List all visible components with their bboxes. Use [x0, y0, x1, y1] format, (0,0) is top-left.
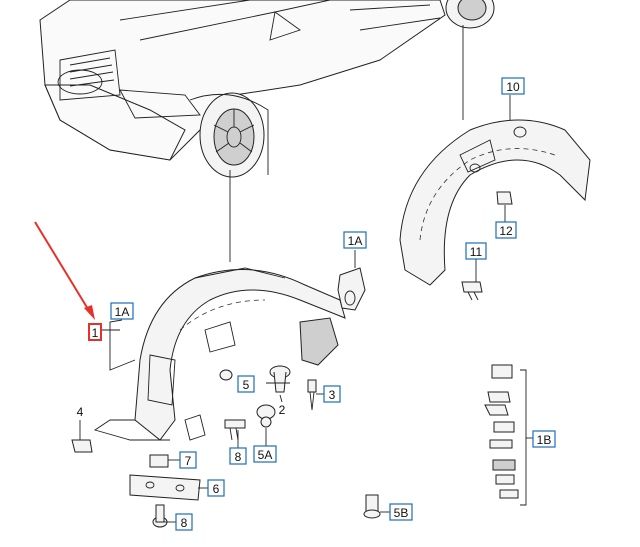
front-wheel: [199, 92, 265, 178]
screw-3: [307, 379, 317, 411]
callout-10: 10: [506, 80, 520, 94]
callout-7: 7: [185, 454, 192, 468]
wheel-housing-liner-rear: [399, 119, 591, 286]
clip-5a: [256, 404, 276, 428]
callout-5a: 5A: [258, 448, 273, 462]
callout-8-low: 8: [181, 516, 188, 530]
callout-5: 5: [243, 378, 250, 392]
callout-2: 2: [279, 403, 286, 417]
callout-1a-left: 1A: [115, 305, 130, 319]
fastener-set-1b: [484, 364, 519, 499]
callout-1: 1: [92, 326, 99, 340]
screw-11: [461, 281, 483, 301]
bracket-1a: [337, 267, 366, 311]
callout-1a-top: 1A: [348, 234, 363, 248]
rear-wheel: [445, 0, 495, 29]
callout-3: 3: [329, 388, 336, 402]
clip-5: [269, 365, 291, 393]
screw-8-low: [152, 504, 168, 528]
callout-5b: 5B: [394, 506, 409, 520]
callout-6: 6: [213, 482, 220, 496]
bracket-6: [129, 474, 201, 501]
clip-4: [71, 420, 93, 453]
highlight-arrow: [34, 221, 95, 320]
screw-8-mid: [224, 419, 246, 441]
car-illustration: [39, 0, 495, 178]
bolt-5b: [363, 494, 381, 519]
callout-4: 4: [77, 405, 84, 419]
callout-12: 12: [499, 224, 513, 238]
callout-1b: 1B: [537, 433, 552, 447]
splash-guard: [299, 317, 339, 366]
callout-11: 11: [470, 245, 483, 259]
callout-8-mid: 8: [235, 450, 242, 464]
wheel-housing-liner-front: [93, 267, 346, 441]
